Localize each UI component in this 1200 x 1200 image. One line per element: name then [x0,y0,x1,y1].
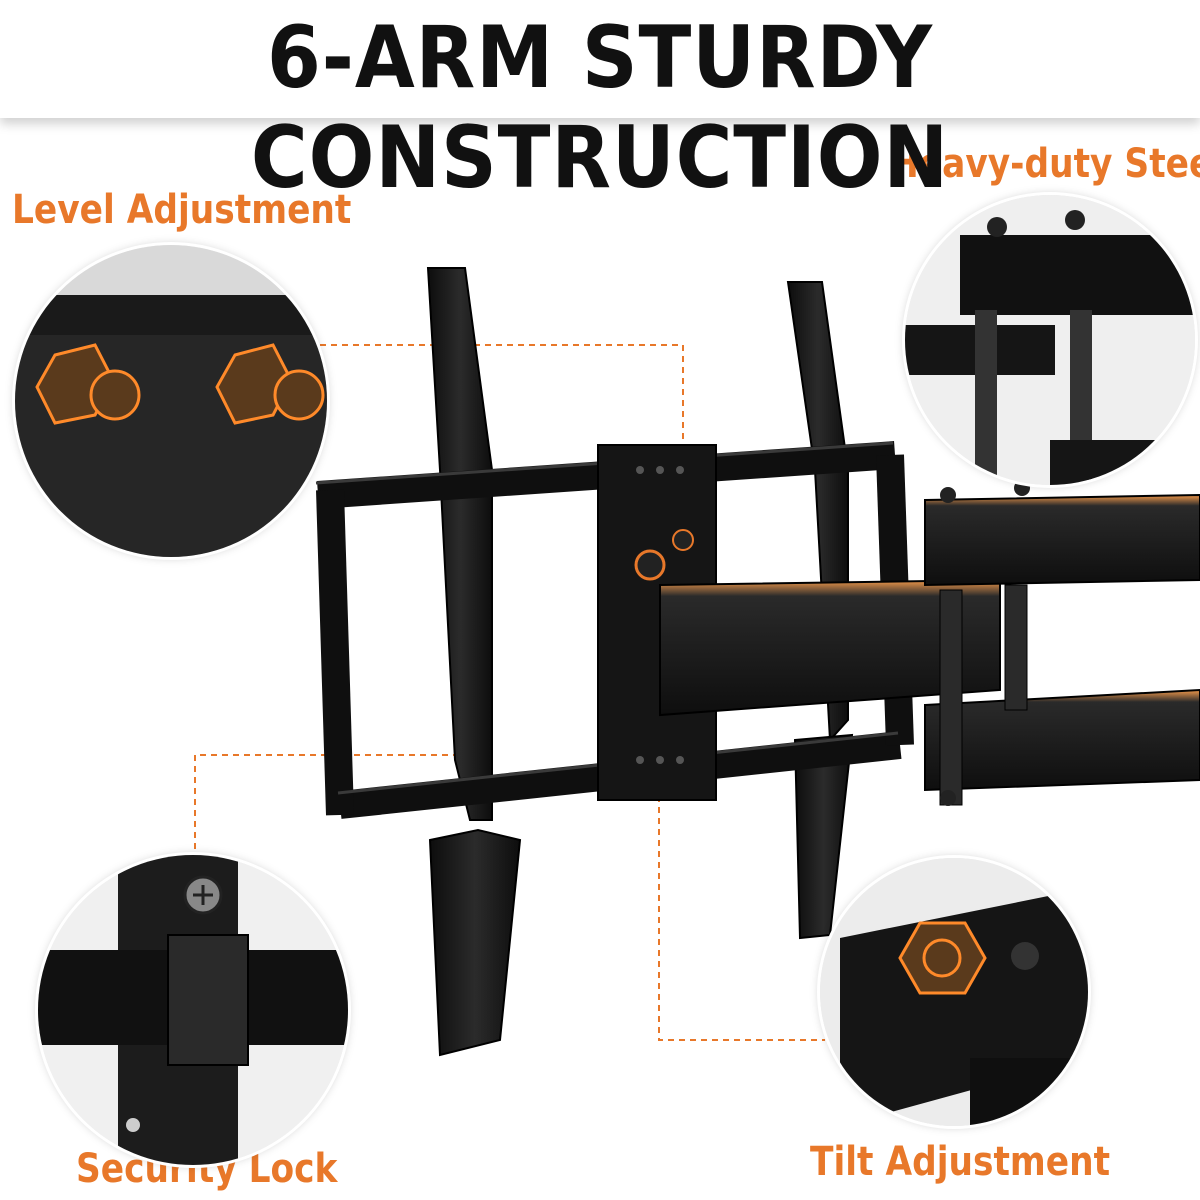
arm-joint-icon [905,195,1195,485]
label-level-adjustment: Level Adjustment [12,187,352,233]
label-tilt-adjustment: Tilt Adjustment [810,1139,1111,1185]
swing-arm-2 [924,493,1200,587]
swing-arm-3 [924,688,1200,792]
circle-level-adjustment [15,245,327,557]
lock-screw-icon [38,855,348,1165]
label-heavy-duty-steel: Heavy-duty Steel [890,141,1200,187]
circle-security-lock [38,855,348,1165]
bolt-nut-icon [15,245,327,557]
headline: 6-ARM STURDY CONSTRUCTION [250,8,950,208]
circle-heavy-duty-steel [905,195,1195,485]
arm-pin [939,589,963,806]
circle-tilt-adjustment [820,858,1088,1126]
tilt-knob-icon [820,858,1088,1126]
vertical-brackets [426,267,854,1057]
header-banner: 6-ARM STURDY CONSTRUCTION [0,0,1200,208]
swing-arm-1 [659,578,1001,717]
